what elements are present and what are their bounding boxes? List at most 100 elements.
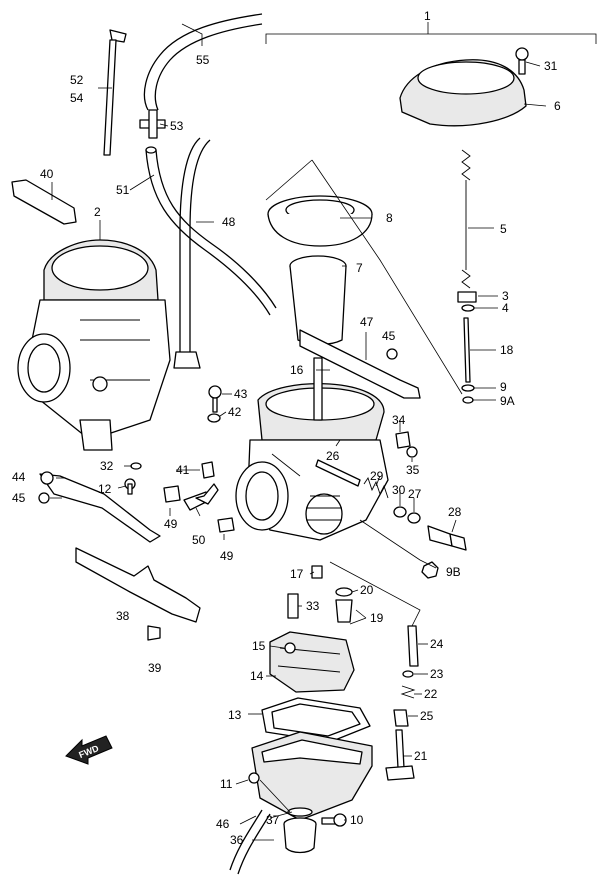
float-14: [269, 631, 355, 693]
callout-5: 5: [500, 222, 507, 236]
callout-45-left: 45: [12, 491, 26, 505]
screw-31: [515, 47, 529, 75]
spring-42: [207, 413, 221, 423]
callout-8: 8: [386, 211, 393, 225]
callout-17: 17: [290, 567, 304, 581]
fitting-34: [395, 431, 411, 449]
seat-3: [457, 291, 477, 303]
carburetor-assembly-2: [17, 239, 171, 451]
pilot-screw-21: [385, 729, 415, 781]
screw-11: [248, 772, 260, 784]
plug-27: [407, 512, 421, 524]
callout-13: 13: [228, 708, 242, 722]
carburetor-body-center: [235, 357, 389, 541]
screw-17: [311, 565, 323, 579]
plug-36: [283, 817, 317, 854]
callout-51: 51: [116, 183, 130, 197]
callout-6: 6: [554, 99, 561, 113]
callout-1: 1: [424, 9, 431, 23]
callout-27: 27: [408, 487, 422, 501]
callout-2: 2: [94, 205, 101, 219]
ring-30: [393, 506, 407, 518]
callout-21: 21: [414, 749, 428, 763]
callout-36: 36: [230, 833, 244, 847]
clip-39: [147, 625, 161, 641]
callout-42: 42: [228, 405, 242, 419]
callout-7: 7: [356, 261, 363, 275]
callout-14: 14: [250, 669, 264, 683]
callout-30: 30: [392, 483, 406, 497]
callout-34: 34: [392, 413, 406, 427]
washer-20: [335, 587, 353, 597]
washer-25: [393, 709, 409, 727]
hose-51: [145, 146, 277, 316]
plate-44: [39, 471, 161, 543]
callout-53: 53: [170, 119, 184, 133]
screw-12: [124, 478, 136, 495]
ring-23: [402, 670, 414, 678]
spring-5: [461, 149, 471, 289]
callout-32: 32: [100, 459, 114, 473]
fwd-arrow-icon: [65, 735, 113, 765]
diaphragm-8: [267, 195, 373, 247]
callout-43: 43: [234, 387, 248, 401]
bracket-47: [299, 329, 421, 399]
spring-29: [363, 476, 389, 499]
callout-44: 44: [12, 470, 26, 484]
plate-40: [11, 179, 77, 225]
callout-9: 9: [500, 380, 507, 394]
float-bowl: [251, 731, 373, 821]
top-cover-6: [399, 59, 527, 127]
callout-35: 35: [406, 463, 420, 477]
fitting-41: [201, 461, 215, 479]
callout-16: 16: [290, 363, 304, 377]
bracket-52-54: [103, 29, 127, 156]
screw-35: [406, 446, 418, 458]
callout-18: 18: [500, 343, 514, 357]
callout-47: 47: [360, 315, 374, 329]
callout-9a: 9A: [500, 394, 515, 408]
callout-labels: 1 2 3 4 5 6 7 8 9 9A 9B 10 11 12 13 14 1…: [12, 9, 561, 847]
callout-9b: 9B: [446, 565, 461, 579]
hose-48: [173, 137, 211, 369]
hose-55: [143, 13, 263, 111]
callout-45-right: 45: [382, 329, 396, 343]
callout-49a: 49: [164, 517, 178, 531]
callout-41: 41: [176, 463, 190, 477]
callout-40: 40: [40, 167, 54, 181]
screw-45-right: [386, 348, 398, 360]
callout-50: 50: [192, 533, 206, 547]
callout-38: 38: [116, 609, 130, 623]
screw-10: [321, 813, 347, 827]
callout-52: 52: [70, 73, 84, 87]
callout-15: 15: [252, 639, 266, 653]
callout-26: 26: [326, 449, 340, 463]
callout-20: 20: [360, 583, 374, 597]
needle-18: [463, 317, 471, 383]
callout-55: 55: [196, 53, 210, 67]
screw-43: [208, 385, 222, 413]
callout-37: 37: [266, 813, 280, 827]
callout-39: 39: [148, 661, 162, 675]
jet-33: [287, 593, 299, 619]
leader-lines: [50, 22, 597, 841]
rod-26: [315, 459, 361, 487]
callout-24: 24: [430, 637, 444, 651]
callout-28: 28: [448, 505, 462, 519]
gasket-13: [261, 697, 371, 743]
ring-37: [287, 807, 313, 817]
fitting-49a: [163, 485, 181, 503]
nut-9b: [421, 561, 439, 579]
ring-4: [461, 304, 475, 312]
adjuster-28: [427, 525, 467, 551]
callout-54: 54: [70, 91, 84, 105]
valve-19: [335, 599, 353, 623]
callout-3: 3: [502, 289, 509, 303]
callout-33: 33: [306, 599, 320, 613]
piston-7: [289, 255, 347, 346]
callout-12: 12: [98, 482, 112, 496]
callout-10: 10: [350, 813, 364, 827]
washer-9a: [462, 396, 474, 404]
washer-9: [461, 384, 475, 392]
